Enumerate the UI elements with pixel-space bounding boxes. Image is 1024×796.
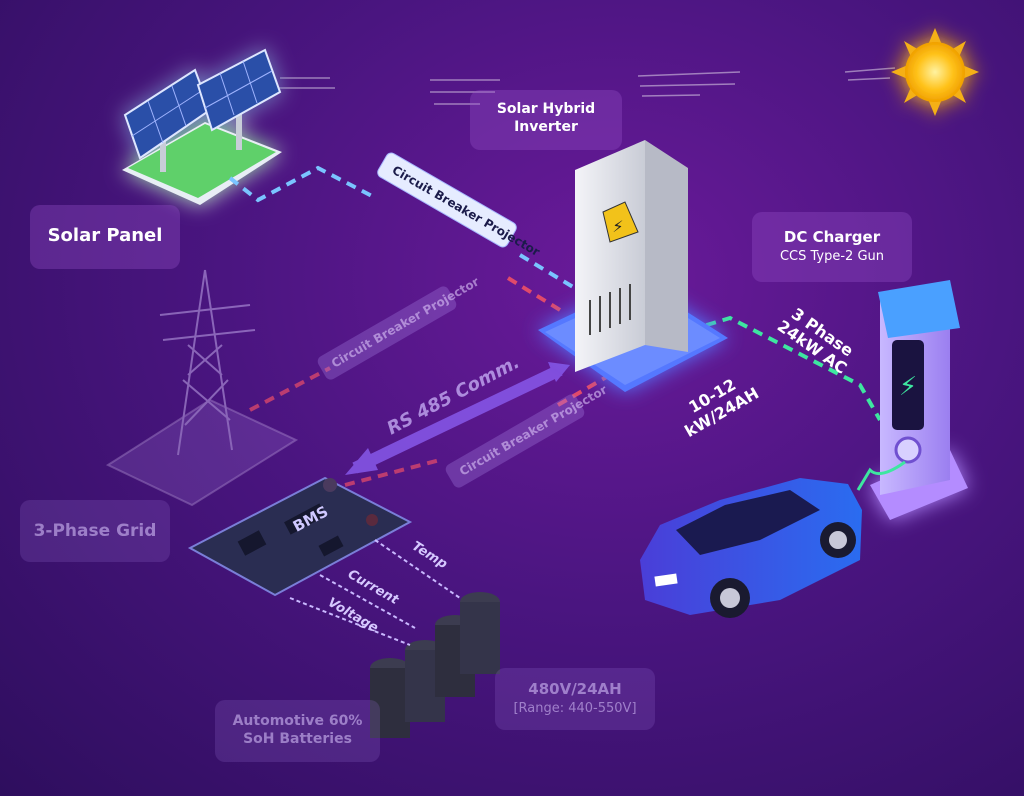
svg-text:⚡: ⚡ <box>612 217 623 236</box>
ev-charger-icon: ⚡ <box>870 280 968 520</box>
solar-panel-label: Solar Panel <box>30 205 180 269</box>
battery-spec-range: [Range: 440-550V] <box>495 700 655 718</box>
bms-board-icon <box>190 478 410 595</box>
svg-text:⚡: ⚡ <box>899 372 917 402</box>
solar-panel-title: Solar Panel <box>30 225 180 247</box>
dc-charger-label: DC Charger CCS Type-2 Gun <box>752 212 912 282</box>
transmission-tower-icon <box>108 270 296 505</box>
batteries-title: Automotive 60% SoH Batteries <box>228 712 368 748</box>
battery-spec-title: 480V/24AH <box>495 678 655 700</box>
solar-panel-icon <box>122 50 282 205</box>
grid-label: 3-Phase Grid <box>20 500 170 562</box>
grid-title: 3-Phase Grid <box>20 520 170 542</box>
sun-icon <box>891 28 979 116</box>
battery-spec-label: 480V/24AH [Range: 440-550V] <box>495 668 655 730</box>
batteries-label: Automotive 60% SoH Batteries <box>215 700 380 762</box>
ev-car-icon <box>640 478 862 618</box>
dc-charger-subtitle: CCS Type-2 Gun <box>752 248 912 266</box>
dc-charger-title: DC Charger <box>752 226 912 248</box>
inverter-title: Solar Hybrid Inverter <box>491 100 601 136</box>
inverter-label: Solar Hybrid Inverter <box>470 90 622 150</box>
inverter-icon: ⚡ <box>538 140 728 392</box>
